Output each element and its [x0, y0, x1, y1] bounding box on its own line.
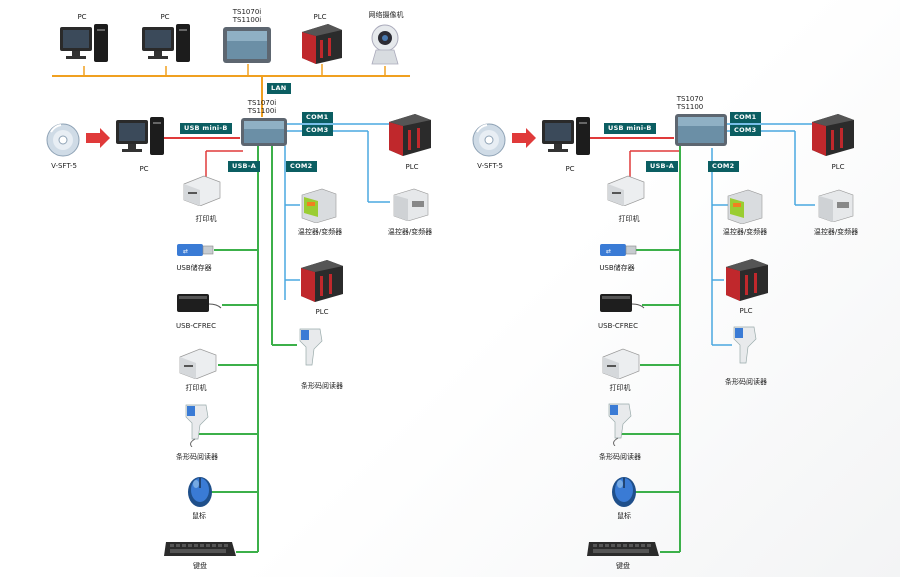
- plc-mid-label-r: PLC: [739, 307, 753, 315]
- hmi-left-label-1: TS1070i: [247, 99, 277, 107]
- svg-text:⇄: ⇄: [606, 248, 611, 255]
- keyboard-label-r: 键盘: [616, 562, 630, 570]
- left-wires: [157, 123, 392, 553]
- hmi-top-label-1: TS1070i: [232, 8, 262, 16]
- barcode-reader-label-r: 条形码阅读器: [599, 453, 641, 461]
- printer-1-icon: [182, 172, 222, 206]
- barcode-mid-icon: [296, 327, 324, 367]
- com1-tag-r: COM1: [730, 112, 761, 123]
- plc-right-label-r: PLC: [831, 163, 845, 171]
- printer-2-label-r: 打印机: [609, 384, 631, 392]
- pc-left-icon: [114, 117, 166, 159]
- controller-2-label: 温控器/变频器: [387, 228, 433, 236]
- plc-right-icon-r: [808, 112, 856, 156]
- usb-storage-label: USB储存器: [176, 264, 212, 272]
- controller-1-icon-r: [724, 188, 764, 224]
- pc-2-label: PC: [160, 13, 170, 21]
- hmi-right-icon: [674, 113, 728, 147]
- hmi-top-icon: [222, 26, 272, 64]
- controller-1-label: 温控器/变频器: [297, 228, 343, 236]
- hmi-left-label-2: TS1100i: [247, 107, 277, 115]
- usb-storage-icon: ⇄: [175, 240, 215, 260]
- usb-a-tag-r: USB-A: [646, 161, 679, 172]
- barcode-reader-icon: [182, 403, 212, 447]
- com3-tag: COM3: [302, 125, 333, 136]
- software-label-r: V-SFT-5: [477, 162, 503, 170]
- plc-mid-icon: [297, 258, 345, 302]
- controller-1-label-r: 温控器/变频器: [722, 228, 768, 236]
- usb-a-tag: USB-A: [228, 161, 261, 172]
- plc-top-label: PLC: [313, 13, 327, 21]
- printer-2-label: 打印机: [185, 384, 207, 392]
- pc-right-label: PC: [565, 165, 575, 173]
- controller-2-icon-r: [815, 188, 855, 222]
- controller-1-icon: [298, 187, 338, 223]
- keyboard-icon: [162, 540, 238, 558]
- arrow-left: [86, 128, 110, 148]
- plc-mid-label: PLC: [315, 308, 329, 316]
- arrow-right: [512, 128, 536, 148]
- pc-1-icon: [58, 24, 110, 66]
- controller-2-label-r: 温控器/变频器: [813, 228, 859, 236]
- barcode-mid-icon-r: [730, 325, 758, 365]
- barcode-reader-icon-r: [605, 402, 635, 446]
- printer-2-icon-r: [601, 345, 641, 379]
- printer-1-icon-r: [606, 172, 646, 206]
- plc-top-icon: [298, 22, 344, 64]
- svg-text:⇄: ⇄: [183, 248, 188, 255]
- pc-right-icon: [540, 117, 592, 159]
- controller-2-icon: [390, 187, 430, 221]
- barcode-mid-label-r: 条形码阅读器: [725, 378, 767, 386]
- plc-mid-icon-r: [722, 257, 770, 301]
- keyboard-label: 键盘: [193, 562, 207, 570]
- cf-card-label: USB-CFREC: [176, 322, 216, 330]
- usb-storage-label-r: USB储存器: [599, 264, 635, 272]
- pc-2-icon: [140, 24, 192, 66]
- software-cd-icon-r: [471, 122, 507, 158]
- software-label: V-SFT-5: [51, 162, 77, 170]
- cf-card-icon: [175, 292, 223, 316]
- printer-1-label: 打印机: [195, 215, 217, 223]
- com2-tag: COM2: [286, 161, 317, 172]
- pc-left-label: PC: [139, 165, 149, 173]
- barcode-reader-label: 条形码阅读器: [176, 453, 218, 461]
- com2-tag-r: COM2: [708, 161, 739, 172]
- com3-tag-r: COM3: [730, 125, 761, 136]
- software-cd-icon: [45, 122, 81, 158]
- printer-1-label-r: 打印机: [618, 215, 640, 223]
- usb-mini-b-tag-r: USB mini-B: [604, 123, 656, 134]
- plc-right-label: PLC: [405, 163, 419, 171]
- hmi-right-label-1: TS1070: [676, 95, 704, 103]
- cf-card-label-r: USB-CFREC: [598, 322, 638, 330]
- keyboard-icon-r: [585, 540, 661, 558]
- mouse-label-r: 鼠标: [617, 512, 631, 520]
- hmi-top-label-2: TS1100i: [232, 16, 262, 24]
- usb-mini-b-tag: USB mini-B: [180, 123, 232, 134]
- right-wires: [583, 123, 815, 553]
- cf-card-icon-r: [598, 292, 646, 316]
- plc-right-icon: [385, 112, 433, 156]
- com1-tag: COM1: [302, 112, 333, 123]
- mouse-icon: [186, 472, 214, 508]
- mouse-icon-r: [610, 472, 638, 508]
- pc-1-label: PC: [77, 13, 87, 21]
- camera-label: 网络摄像机: [368, 11, 404, 19]
- network-camera-icon: [366, 22, 404, 66]
- usb-storage-icon-r: ⇄: [598, 240, 638, 260]
- barcode-mid-label: 条形码阅读器: [301, 382, 343, 390]
- hmi-right-label-2: TS1100: [676, 103, 704, 111]
- mouse-label: 鼠标: [192, 512, 206, 520]
- printer-2-icon: [178, 345, 218, 379]
- hmi-left-icon: [240, 117, 288, 147]
- lan-tag: LAN: [267, 83, 291, 94]
